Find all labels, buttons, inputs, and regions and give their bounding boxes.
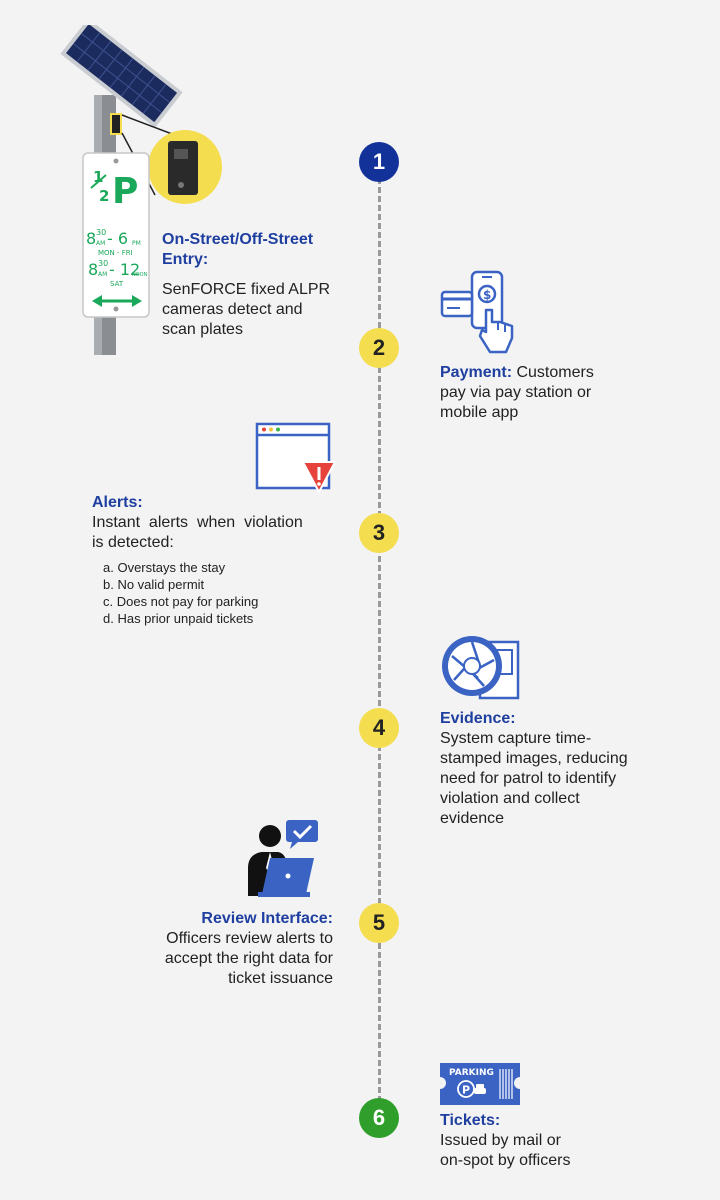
payment-body-line: mobile app xyxy=(440,404,519,421)
parking-ticket-icon: PARKING P xyxy=(440,1063,520,1105)
sign-weekday-end-ampm: PM xyxy=(132,240,141,247)
evidence-body-line: System capture time- xyxy=(440,730,592,747)
browser-alert-icon xyxy=(255,422,337,494)
ticket-icon-label: PARKING xyxy=(449,1068,494,1078)
svg-text:$: $ xyxy=(483,288,491,302)
alerts-body-line: is detected: xyxy=(92,534,174,551)
double-arrow-icon xyxy=(92,295,142,307)
step-1-badge: 1 xyxy=(359,142,399,182)
timeline-line xyxy=(378,160,381,1120)
step-6-badge: 6 xyxy=(359,1098,399,1138)
alerts-body: Instant alerts when violation is detecte… xyxy=(92,513,334,553)
tickets-body-line: on-spot by officers xyxy=(440,1152,571,1169)
sign-fraction-num: 1 xyxy=(93,168,103,186)
evidence-body-line: stamped images, reducing xyxy=(440,750,628,767)
sign-sat-end: - 12 xyxy=(109,260,140,279)
mobile-payment-icon: $ xyxy=(440,270,514,354)
tickets-text: Tickets: Issued by mail or on-spot by of… xyxy=(440,1111,680,1171)
officer-laptop-icon xyxy=(248,820,318,897)
step-2-badge: 2 xyxy=(359,328,399,368)
tickets-body-line: Issued by mail or xyxy=(440,1132,561,1149)
review-body-line: accept the right data for xyxy=(164,950,333,967)
list-item: c. Does not pay for parking xyxy=(103,594,259,609)
sign-sat-start-min: 30 xyxy=(98,259,108,268)
camera-shutter-photo-icon xyxy=(442,636,520,700)
entry-title-line2: Entry: xyxy=(162,251,209,268)
step-4-badge: 4 xyxy=(359,708,399,748)
evidence-text: Evidence: System capture time- stamped i… xyxy=(440,709,680,829)
review-text: Review Interface: Officers review alerts… xyxy=(110,909,333,989)
evidence-body-line: violation and collect xyxy=(440,790,580,807)
review-body-line: Officers review alerts to xyxy=(166,930,333,947)
list-item: b. No valid permit xyxy=(103,577,205,592)
entry-body-line: cameras detect and xyxy=(162,301,303,318)
evidence-title: Evidence: xyxy=(440,710,516,727)
parking-sign-camera-illustration: 1 2 P 8 30 AM - 6 PM MON - FRI 8 30 AM -… xyxy=(60,25,222,355)
list-item: a. Overstays the stay xyxy=(103,560,226,575)
alerts-title: Alerts: xyxy=(92,494,143,511)
sign-weekday-start: 8 xyxy=(86,229,96,248)
payment-body-first: Customers xyxy=(512,364,594,381)
sign-sat-days: SAT xyxy=(110,280,124,288)
evidence-body-line: need for patrol to identify xyxy=(440,770,617,787)
payment-text: Payment: Customers pay via pay station o… xyxy=(440,363,680,423)
sign-sat-start: 8 xyxy=(88,260,98,279)
tickets-title: Tickets: xyxy=(440,1112,501,1129)
list-item: d. Has prior unpaid tickets xyxy=(103,611,254,626)
svg-text:P: P xyxy=(462,1084,470,1097)
sign-weekday-start-ampm: AM xyxy=(96,240,105,247)
sign-p-letter: P xyxy=(112,171,138,212)
entry-title-line1: On-Street/Off-Street xyxy=(162,231,314,248)
payment-body-line: pay via pay station or xyxy=(440,384,592,401)
step-3-badge: 3 xyxy=(359,513,399,553)
entry-title: On-Street/Off-Street Entry: xyxy=(162,230,313,270)
alerts-list: a. Overstays the stay b. No valid permit… xyxy=(103,559,258,627)
review-body-line: ticket issuance xyxy=(228,970,333,987)
sign-weekday-days: MON - FRI xyxy=(98,249,133,257)
payment-title: Payment: xyxy=(440,364,513,381)
sign-sat-start-ampm: AM xyxy=(98,271,107,278)
sign-weekday-end: - 6 xyxy=(107,229,128,248)
entry-body: SenFORCE fixed ALPR cameras detect and s… xyxy=(162,280,330,340)
step-5-badge: 5 xyxy=(359,903,399,943)
evidence-body-line: evidence xyxy=(440,810,505,827)
sign-fraction-den: 2 xyxy=(99,187,109,205)
review-title: Review Interface: xyxy=(201,910,333,927)
entry-body-line: SenFORCE fixed ALPR xyxy=(162,281,331,298)
sign-weekday-start-min: 30 xyxy=(96,228,106,237)
entry-body-line: scan plates xyxy=(162,321,243,338)
sign-sat-end-ampm: NOON xyxy=(132,272,148,278)
alerts-body-line: Instant alerts when violation xyxy=(92,514,303,531)
